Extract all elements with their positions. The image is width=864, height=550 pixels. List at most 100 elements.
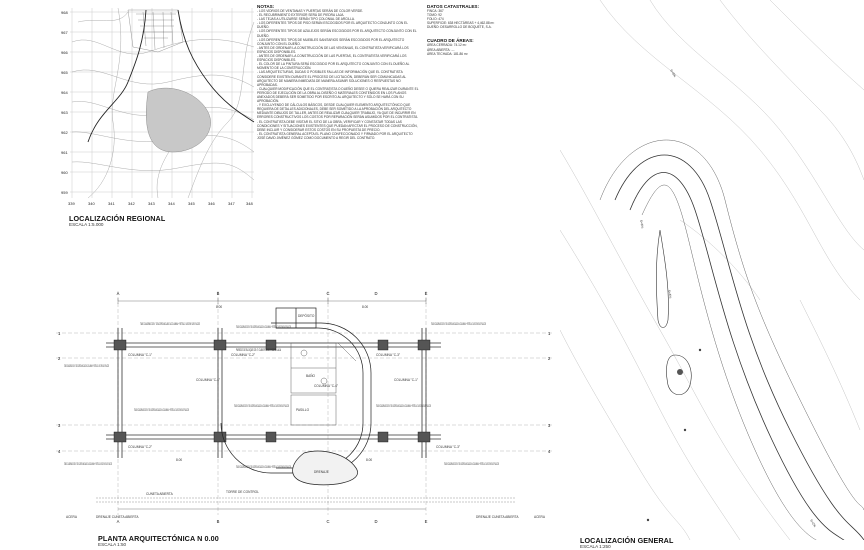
dimension-label: 8.00: [366, 458, 372, 462]
tube-note: TUBO CUADRADO DE 4" DE ACERO ANCLADO A C…: [140, 322, 200, 326]
wall-note: PAREDE DE BLOQUE DE 4" CUBIERTA DE PIEDR…: [236, 348, 281, 352]
y-tick-label: 962: [61, 130, 68, 135]
note-line: - LAS TEJAS A UTILIZARSE SERÁN TIPO COLO…: [257, 17, 355, 22]
cadastral-line: FINCA: 367: [427, 9, 444, 13]
room-label: DRENAJE CUNETA ABIERTA: [96, 515, 139, 519]
room-label: TORRE DE CONTROL: [226, 490, 259, 494]
cadastral-line: TOMO: 92: [427, 13, 442, 18]
column-label: COLUMNA "C-1": [394, 378, 418, 382]
axis-letter: D: [374, 291, 377, 296]
tube-note: TUBO CUADRADO DE 4" DE ACERO ANCLADO A C…: [64, 364, 109, 368]
cadastral-line: DUEÑO: DESARROLLO DE BOQUETE, S.A.: [427, 25, 492, 30]
y-tick-label: 964: [61, 90, 68, 95]
axis-letter: A: [117, 291, 120, 296]
cadastral-block: DATOS CATASTRALES: FINCA: 367 TOMO: 92 F…: [427, 4, 527, 56]
axis-number: 4: [548, 449, 551, 454]
axis-number: 2: [548, 356, 551, 361]
cadastral-line: SUPERFICIE: 638 HECTÁREAS + 4,462.88 m²: [427, 21, 495, 26]
y-tick-label: 968: [61, 10, 68, 15]
general-scale: ESCALA 1:250: [580, 544, 611, 549]
general-title: LOCALIZACIÓN GENERAL: [580, 536, 674, 545]
column-label: COLUMNA "C-1": [128, 353, 152, 357]
axis-letter: C: [326, 291, 329, 296]
axis-letter: C: [326, 519, 329, 524]
tube-note: TUBO CUADRADO DE 4" DE ACERO ANCLADO A C…: [236, 465, 291, 469]
note-line: - LAS ARQUITECTURAS, DUDAS O POSIBLES FA…: [257, 70, 407, 87]
room-label: DEPÓSITO: [298, 313, 315, 318]
column-label: COLUMNA "C-3": [436, 445, 460, 449]
note-line: - EL RECUBRIMIENTO EXTERIOR SERÁ DE PIED…: [257, 13, 345, 18]
note-line: - LOS DIFERENTES TIPOS DE MUEBLES SANITA…: [257, 37, 405, 46]
axis-letter: B: [217, 291, 220, 296]
room-label: ACERA: [534, 515, 546, 519]
slope-label: S=6%: [639, 219, 644, 228]
note-line: - EL CONTRATISTA GENERAL ACEPTA EL PLANO…: [257, 131, 413, 140]
dimension-label: 8.00: [216, 305, 222, 309]
plan-title: PLANTA ARQUITECTÓNICA N 0.00: [98, 534, 219, 543]
area-line: ÁREA CERRADA: 74.12 m²: [427, 43, 467, 48]
column-label: COLUMNA "C-4": [196, 378, 220, 382]
x-tick-label: 340: [88, 201, 95, 206]
note-line: - LOS DIFERENTES TIPOS DE PISO SERÁN ESC…: [257, 21, 408, 30]
column-label: COLUMNA "C-3": [376, 353, 400, 357]
area-line: ÁREA ABIERTA: ---: [427, 47, 455, 52]
x-tick-label: 339: [68, 201, 75, 206]
x-tick-label: 343: [148, 201, 155, 206]
slope-label: S=2%: [809, 519, 817, 529]
axis-letter: E: [425, 519, 428, 524]
note-line: - LOS VIDRIOS DE VENTANAS Y PUERTAS SERÁ…: [257, 9, 364, 13]
dimension-label: 8.00: [362, 305, 368, 309]
y-tick-label: 960: [61, 170, 68, 175]
axis-letter: D: [374, 519, 377, 524]
tube-note: TUBO CUADRADO DE 4" DE ACERO ANCLADO A C…: [134, 408, 189, 412]
slope-label: S=4%: [667, 289, 672, 298]
column-label: COLUMNA "C-2": [128, 445, 152, 449]
axis-letter: B: [217, 519, 220, 524]
x-tick-label: 341: [108, 201, 115, 206]
axis-number: 1: [548, 331, 551, 336]
room-label: DRENAJE CUNETA ABIERTA: [476, 515, 519, 519]
column-label: COLUMNA "C-2": [231, 353, 255, 357]
notes-block: NOTAS: - LOS VIDRIOS DE VENTANAS Y PUERT…: [257, 4, 419, 140]
y-tick-label: 966: [61, 50, 68, 55]
axis-letter: A: [117, 519, 120, 524]
architectural-plan: A B C D E A B C D E 1 2 3 4 1 2 3 4: [56, 291, 554, 524]
note-line: - EL CONTRATISTA DEBE VISITAR EL SITIO D…: [257, 119, 418, 132]
tube-note: TUBO CUADRADO DE 4" DE ACERO ANCLADO A C…: [234, 404, 289, 408]
y-tick-label: 961: [61, 150, 68, 155]
room-label: ACERA: [66, 515, 78, 519]
areas-heading: CUADRO DE ÁREAS:: [427, 38, 474, 44]
axis-number: 2: [58, 356, 61, 361]
axis-number: 3: [58, 423, 61, 428]
room-label: CUNETA ABIERTA: [146, 492, 174, 496]
regional-scale: ESCALA 1:5.000: [69, 222, 104, 227]
y-tick-label: 963: [61, 110, 68, 115]
tube-note: TUBO CUADRADO DE 4" DE ACERO ANCLADO A C…: [236, 325, 291, 329]
note-line: - CUALQUIER MODIFICACIÓN QUE EL CONTRATI…: [257, 86, 419, 104]
notes-heading: NOTAS:: [257, 4, 275, 9]
note-line: - LOS DIFERENTES TIPOS DE AZULEJOS SERÁN…: [257, 29, 417, 38]
x-tick-label: 342: [128, 201, 135, 206]
plan-scale: ESCALA 1:50: [98, 542, 127, 547]
tube-note: TUBO CUADRADO DE 4" DE ACERO ANCLADO A C…: [376, 404, 431, 408]
x-tick-label: 346: [208, 201, 215, 206]
y-tick-label: 959: [61, 190, 68, 195]
x-tick-label: 345: [188, 201, 195, 206]
dimension-label: 8.00: [176, 458, 182, 462]
x-tick-label: 347: [228, 201, 235, 206]
slope-label: S=8%: [669, 69, 677, 79]
regional-map: 968 967 966 965 964 963 962 961 960 959 …: [61, 7, 255, 206]
regional-title: LOCALIZACIÓN REGIONAL: [69, 214, 166, 223]
x-tick-label: 348: [246, 201, 253, 206]
area-line: ÁREA TECHADA: 181.86 m²: [427, 51, 468, 56]
note-line: - ANTES DE ORDENAR LA CONSTRUCCIÓN DE LA…: [257, 45, 409, 54]
y-tick-label: 967: [61, 30, 68, 35]
note-line: - Y EXCLUYENDO DE CÁLCULOS BÁSICOS, DESD…: [257, 103, 419, 120]
y-tick-label: 965: [61, 70, 68, 75]
note-line: - EL COLOR DE LA PINTURA SERÁ ESCOGIDO P…: [257, 62, 410, 71]
cadastral-line: FOLIO: 474: [427, 17, 444, 22]
axis-letter: E: [425, 291, 428, 296]
room-label: DRENAJE: [314, 470, 329, 474]
room-label: PASILLO: [296, 408, 310, 412]
room-label: BAÑO: [306, 373, 316, 378]
